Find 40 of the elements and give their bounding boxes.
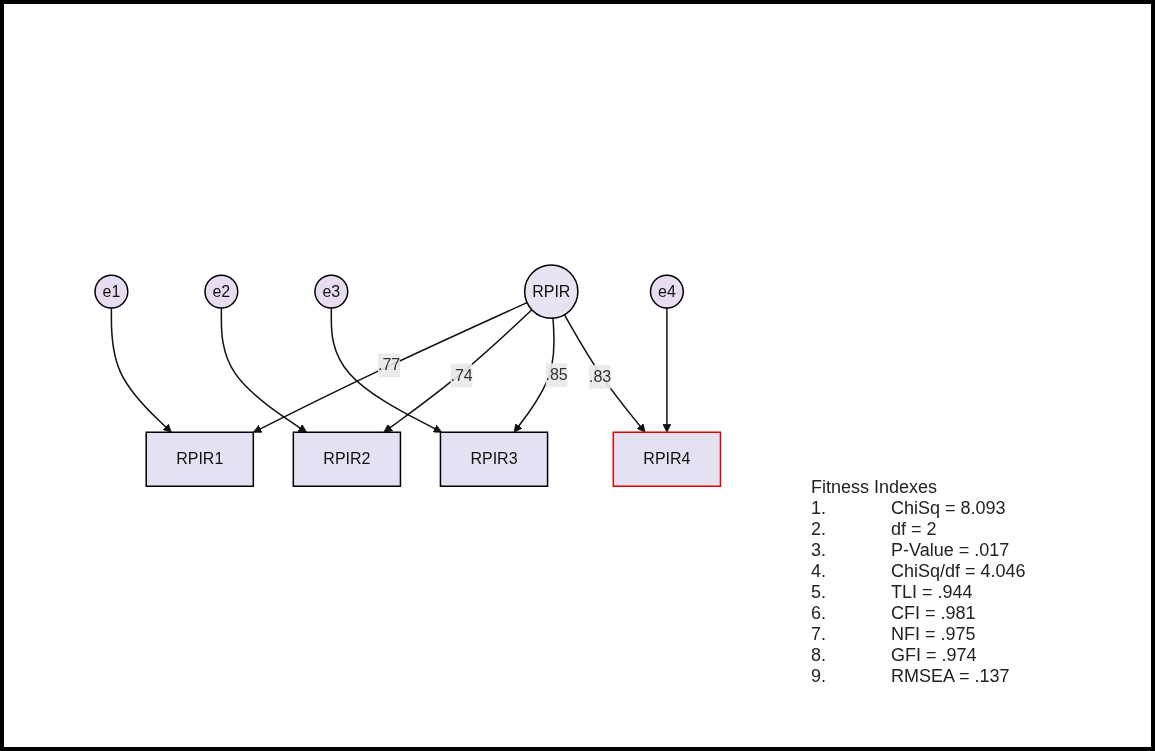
arrow (513, 317, 555, 433)
legend-heading: Fitness Indexes (811, 477, 939, 498)
node-circle: e2 (204, 274, 239, 309)
list-number: 7. (811, 624, 827, 645)
list-number: 5. (811, 582, 827, 603)
fit-index-text: RMSEA = .137 (891, 666, 1010, 687)
fit-index-text: P-Value = .017 (891, 540, 1010, 561)
fit-index-text: GFI = .974 (891, 645, 977, 666)
list-number: 6. (811, 603, 827, 624)
arrow (252, 301, 528, 433)
arrow (330, 307, 442, 433)
edge-label: .74 (450, 366, 473, 384)
fit-index-text: ChiSq = 8.093 (891, 498, 1006, 519)
fit-index-text: NFI = .975 (891, 624, 976, 645)
list-number: 8. (811, 645, 827, 666)
node-circle: e1 (94, 274, 129, 309)
fit-index-text: CFI = .981 (891, 603, 976, 624)
node-circle: RPIR (523, 264, 579, 319)
fit-index-text: ChiSq/df = 4.046 (891, 561, 1026, 582)
node-box: RPIR1 (145, 431, 254, 487)
fit-index-text: df = 2 (891, 519, 937, 540)
node-circle: e4 (649, 274, 684, 309)
edge-label: .77 (377, 356, 401, 374)
arrow (110, 307, 172, 433)
arrow (563, 313, 646, 433)
list-number: 9. (811, 666, 827, 687)
list-number: 1. (811, 498, 827, 519)
arrow (220, 307, 307, 433)
node-box: RPIR4 (612, 431, 721, 487)
edge-label: .85 (545, 366, 568, 384)
node-circle: e3 (313, 274, 349, 309)
list-number: 3. (811, 540, 827, 561)
fit-index-text: TLI = .944 (891, 582, 973, 603)
arrow (662, 307, 672, 433)
node-box: RPIR3 (439, 431, 549, 487)
list-number: 2. (811, 519, 827, 540)
arrow (383, 308, 533, 433)
node-box: RPIR2 (292, 431, 401, 487)
edge-label: .83 (588, 367, 611, 385)
list-number: 4. (811, 561, 827, 582)
